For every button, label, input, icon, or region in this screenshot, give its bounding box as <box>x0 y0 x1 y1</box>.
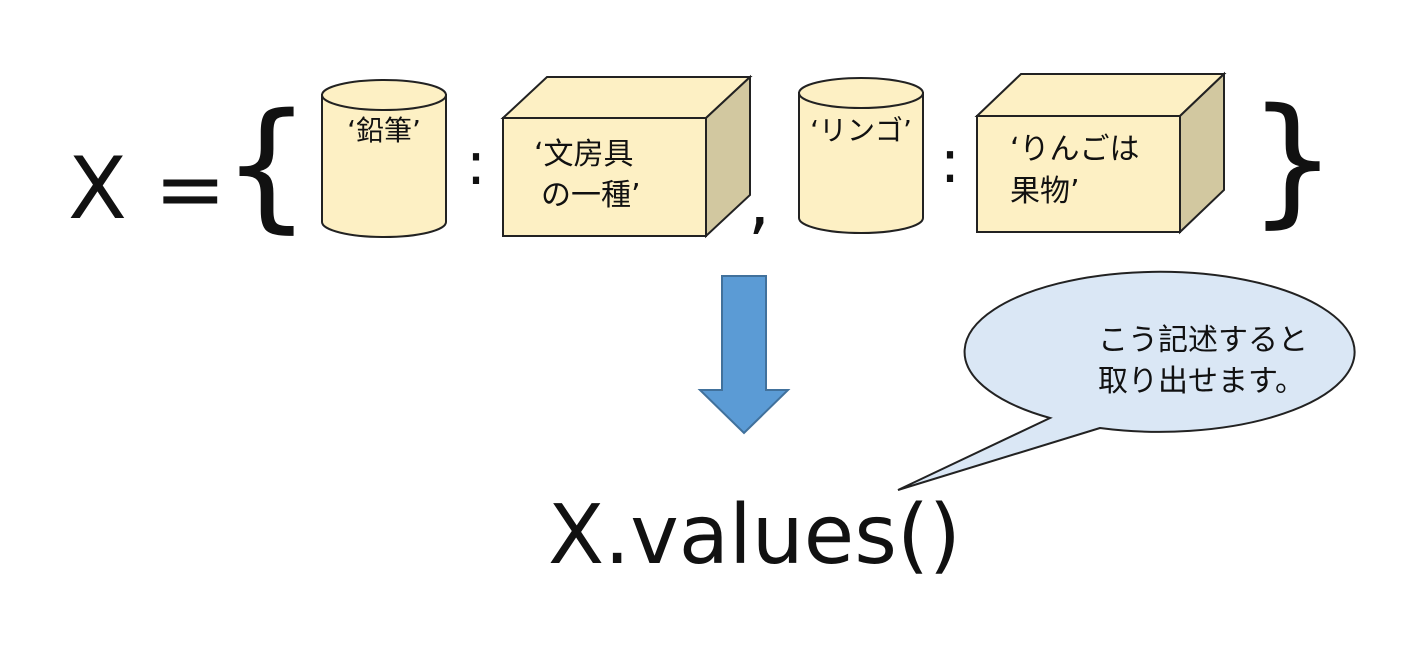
close-brace: } <box>1248 79 1337 242</box>
method-call: X.values() <box>548 488 961 583</box>
callout-line-2: 取り出せます。 <box>1098 364 1305 399</box>
colon-1: : <box>466 129 486 199</box>
speech-callout: こう記述すると 取り出せます。 <box>897 270 1356 491</box>
key-label-1: ‘鉛筆’ <box>347 114 421 147</box>
value-label-2-line-2: 果物’ <box>1010 174 1080 209</box>
open-brace: { <box>222 84 311 247</box>
key-label-2: ‘リンゴ’ <box>810 114 912 147</box>
down-arrow-icon <box>697 275 791 435</box>
value-label-1-line-1: ‘文房具 <box>534 137 634 172</box>
key-cylinder-1: ‘鉛筆’ <box>321 79 447 238</box>
value-box-2: ‘りんごは 果物’ <box>974 71 1227 235</box>
colon-2: : <box>940 127 960 197</box>
callout-line-1: こう記述すると <box>1098 323 1308 358</box>
comma-separator: , <box>748 161 770 243</box>
value-label-2-line-1: ‘りんごは <box>1010 132 1140 167</box>
key-cylinder-2: ‘リンゴ’ <box>798 77 924 234</box>
value-box-1: ‘文房具 の一種’ <box>500 74 753 239</box>
variable-label: X = <box>68 139 226 239</box>
value-label-1-line-2: の一種’ <box>541 178 641 213</box>
